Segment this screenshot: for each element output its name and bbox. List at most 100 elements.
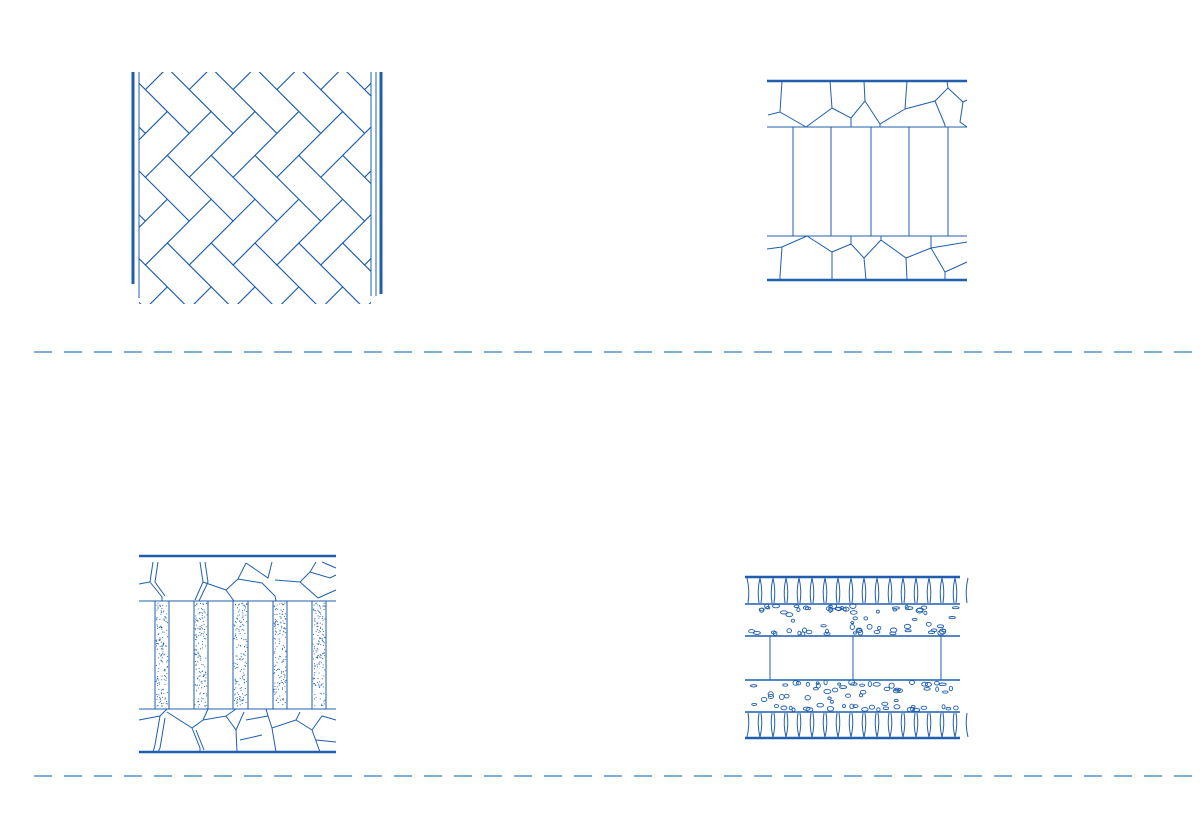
herringbone-brick [584, 155, 650, 221]
herringbone-brick [628, 243, 694, 309]
stipple-dot [156, 617, 158, 619]
herringbone-brick [562, 199, 628, 265]
cobble-stone [902, 712, 917, 738]
herringbone-brick [0, 638, 58, 704]
cobble-stone [772, 577, 787, 604]
stipple-dot [276, 623, 279, 625]
stipple-dot [162, 653, 164, 655]
stipple-dot [156, 694, 158, 696]
cobble-stone [837, 577, 852, 604]
stipple-dot [156, 609, 158, 611]
gravel-pebble [866, 623, 873, 630]
stipple-dot [164, 683, 166, 685]
stipple-dot [324, 618, 326, 620]
herringbone-brick [343, 375, 409, 441]
herringbone-brick [320, 242, 371, 304]
stipple-dot [238, 644, 240, 646]
stipple-dot [280, 682, 282, 684]
herringbone-brick [0, 24, 14, 90]
stipple-dot [245, 702, 247, 704]
herringbone-brick [255, 375, 321, 441]
stipple-dot [166, 613, 168, 615]
herringbone-brick [0, 462, 14, 528]
herringbone-brick [430, 0, 496, 2]
gravel-pebble [825, 628, 829, 634]
herringbone-brick [387, 462, 453, 528]
stipple-dot [285, 666, 287, 668]
herringbone-brick [452, 331, 518, 397]
stipple-dot [244, 632, 246, 634]
herringbone-brick [365, 0, 431, 46]
herringbone-brick [145, 418, 211, 484]
herringbone-brick [255, 0, 321, 2]
stipple-dot [322, 641, 324, 643]
stipple-dot [238, 658, 240, 660]
stipple-dot [155, 681, 157, 683]
stipple-dot [195, 639, 197, 641]
stipple-dot [239, 687, 241, 689]
gravel-pebble [837, 682, 842, 686]
herringbone-brick [58, 506, 124, 572]
herringbone-brick [145, 506, 211, 572]
stipple-dot [281, 602, 283, 604]
stipple-dot [284, 658, 286, 661]
stipple-dot [282, 645, 284, 647]
stipple-dot [240, 637, 243, 639]
stipple-dot [279, 616, 281, 618]
stipple-dot [199, 659, 201, 661]
gravel-pebble [815, 681, 820, 685]
stipple-dot [237, 666, 239, 668]
herringbone-brick [0, 375, 14, 441]
stipple-dot [281, 681, 283, 684]
stipple-dot [203, 693, 205, 695]
herringbone-brick [211, 0, 277, 2]
stipple-dot [285, 632, 287, 634]
stipple-dot [243, 653, 245, 655]
stipple-dot [237, 615, 239, 617]
stipple-dot [240, 656, 242, 658]
stipple-dot [164, 670, 166, 672]
gravel-pebble [788, 705, 793, 711]
stipple-dot [204, 705, 206, 708]
herringbone-brick [0, 112, 58, 178]
herringbone-brick [430, 287, 496, 353]
stipple-dot [158, 688, 160, 690]
stipple-dot [315, 630, 317, 632]
stipple-dot [279, 632, 281, 635]
stipple-dot [284, 681, 286, 683]
stipple-dot [163, 692, 165, 694]
stipple-dot [281, 688, 284, 690]
stipple-dot [199, 654, 201, 656]
stipple-dot [195, 619, 197, 621]
herringbone-brick [0, 0, 36, 46]
stipple-dot [275, 688, 277, 690]
stipple-dot [317, 649, 319, 651]
stipple-dot [320, 684, 322, 686]
stipple-dot [280, 621, 282, 623]
herringbone-brick [277, 331, 343, 397]
stipple-dot [236, 638, 238, 640]
stipple-dot [163, 610, 165, 612]
gravel-pebble [767, 693, 774, 700]
gravel-pebble [827, 696, 832, 701]
stipple-dot [234, 604, 236, 606]
herringbone-brick [299, 462, 365, 528]
gravel-pebble [876, 707, 881, 712]
stipple-dot [199, 672, 201, 674]
stipple-dot [197, 701, 199, 703]
stipple-dot [197, 652, 199, 654]
stipple-dot [237, 604, 240, 606]
herringbone-brick [496, 594, 562, 660]
herringbone-brick [0, 199, 58, 265]
gravel-pebble [867, 681, 872, 688]
stipple-dot [206, 614, 208, 616]
stipple-dot [274, 623, 276, 625]
gravel-pebble [850, 621, 855, 625]
herringbone-brick [80, 550, 146, 616]
stipple-dot [279, 683, 281, 685]
stipple-dot [284, 613, 287, 615]
gravel-pebble [857, 630, 864, 636]
herringbone-brick [124, 0, 190, 2]
stipple-dot [323, 634, 325, 636]
